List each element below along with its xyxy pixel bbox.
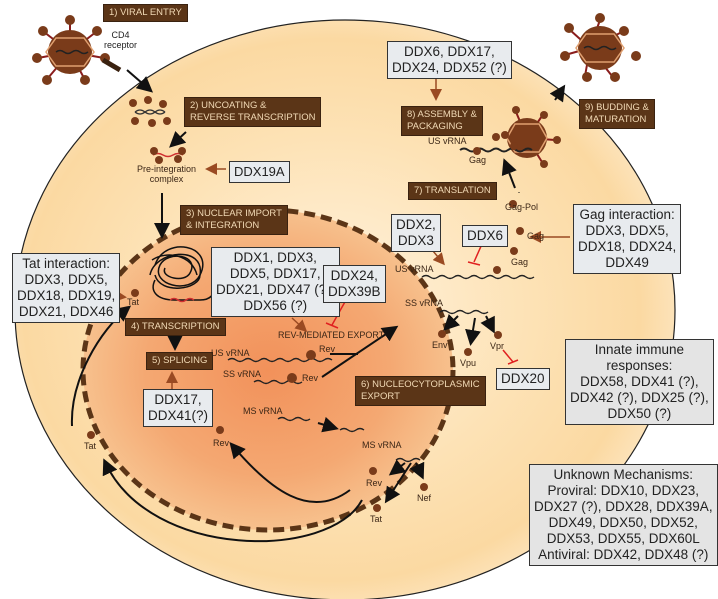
box-line: DDX18, DDX19, — [17, 288, 116, 303]
nef-label: Nef — [417, 493, 432, 503]
step-budding: 9) BUDDING &MATURATION — [579, 99, 655, 129]
gag-interaction-box: Gag interaction:DDX3, DDX5,DDX18, DDX24,… — [573, 204, 682, 274]
step-text: REVERSE TRANSCRIPTION — [190, 112, 316, 123]
translation-ddx-box: DDX2,DDX3 — [391, 214, 441, 252]
splicing-ddx-box: DDX17,DDX41(?) — [143, 389, 214, 427]
box-line: DDX53, DDX55, DDX60L — [546, 531, 700, 546]
pre-integration-complex-icon — [150, 147, 186, 164]
gag-label-2: Gag — [511, 257, 529, 267]
us-vrna-label-nucleus: US vRNA — [211, 348, 250, 358]
box-line: DDX58, DDX41 (?), — [580, 374, 699, 389]
us-vrna-label-cytoplasm: US vRNA — [395, 264, 434, 274]
vpu-label: Vpu — [460, 358, 477, 368]
step-text: PACKAGING — [407, 121, 463, 132]
box-line: DDX42 (?), DDX25 (?), — [570, 390, 709, 405]
uncoating-icon — [129, 96, 171, 127]
step-text: 8) ASSEMBLY & — [407, 109, 477, 120]
rev-label-cytoplasm: Rev — [366, 478, 383, 488]
step-translation: 7) TRANSLATION — [408, 182, 497, 200]
virus-assembly-icon — [459, 106, 561, 168]
box-line: DDX3 — [397, 233, 434, 248]
box-line: Gag interaction: — [579, 207, 675, 222]
box-line: Antiviral: DDX42, DDX48 (?) — [538, 547, 709, 562]
box-line: DDX2, — [396, 217, 436, 232]
box-line: DDX21, DDX47 (?), — [216, 282, 335, 297]
box-line: DDX6, DDX17, — [404, 44, 495, 59]
box-line: DDX49 — [605, 255, 649, 270]
step-splicing: 5) SPLICING — [146, 352, 214, 370]
box-line: DDX17, — [154, 392, 202, 407]
env-label: Env — [432, 340, 448, 350]
box-line: DDX21, DDX46 — [18, 304, 114, 319]
box-line: DDX49, DDX50, DDX52, — [548, 515, 698, 530]
step-transcription: 4) TRANSCRIPTION — [125, 318, 226, 336]
export-inhibitor-box: DDX24,DDX39B — [323, 265, 386, 303]
us-vrna-label-assembly: US vRNA — [428, 136, 467, 146]
ms-vrna-label-cytoplasm: MS vRNA — [362, 440, 402, 450]
ss-vrna-label-nucleus: SS vRNA — [223, 369, 262, 379]
box-line: DDX3, DDX5, — [24, 272, 108, 287]
step-viral-entry: 1) VIRAL ENTRY — [103, 4, 188, 22]
ss-vrna-label-cytoplasm: SS vRNA — [405, 298, 444, 308]
box-line: responses: — [606, 358, 673, 373]
chromatin-icon — [149, 246, 216, 303]
virus-entry-icon — [32, 15, 110, 85]
nuclear-ddx-box: DDX1, DDX3,DDX5, DDX17,DDX21, DDX47 (?),… — [211, 247, 340, 317]
rev-label-nucleus: Rev — [213, 438, 230, 448]
step-text: & INTEGRATION — [186, 220, 260, 231]
cell-diagram — [14, 13, 676, 599]
tat-interaction-box: Tat interaction:DDX3, DDX5,DDX18, DDX19,… — [12, 253, 121, 323]
label-line: Pre-integration — [137, 164, 197, 174]
ddx6-box: DDX6 — [462, 225, 509, 247]
ms-vrna-label-nucleus: MS vRNA — [243, 406, 283, 416]
ddx20-box: DDX20 — [496, 368, 550, 390]
tat-label-nucleus: Tat — [127, 297, 140, 307]
assembly-ddx-box: DDX6, DDX17,DDX24, DDX52 (?) — [387, 41, 512, 79]
step-text: 9) BUDDING & — [585, 102, 649, 113]
box-line: DDX5, DDX17, — [229, 266, 321, 281]
label-line: complex — [149, 174, 184, 184]
step-assembly: 8) ASSEMBLY &PACKAGING — [401, 106, 483, 136]
box-line: DDX1, DDX3, — [233, 250, 317, 265]
box-line: DDX50 (?) — [607, 406, 672, 421]
box-line: DDX3, DDX5, — [585, 223, 669, 238]
step-nuclear-import: 3) NUCLEAR IMPORT& INTEGRATION — [180, 205, 288, 235]
step-text: MATURATION — [585, 114, 647, 125]
ddx19a-box: DDX19A — [229, 161, 290, 183]
step-text: EXPORT — [361, 391, 400, 402]
step-text: 6) NUCLEOCYTOPLASMIC — [361, 379, 480, 390]
gag-label-1: Gag — [527, 231, 545, 241]
box-line: DDX24, DDX52 (?) — [392, 60, 507, 75]
box-line: DDX56 (?) — [243, 298, 308, 313]
vpr-label: Vpr — [490, 341, 505, 351]
unknown-mechanisms-box: Unknown Mechanisms:Proviral: DDX10, DDX2… — [529, 464, 718, 566]
box-line: DDX41(?) — [148, 408, 209, 423]
rev-label-ss: Rev — [302, 373, 319, 383]
rev-label-us: Rev — [319, 344, 336, 354]
gag-pol-label: Gag-Pol — [505, 202, 539, 212]
box-line: Unknown Mechanisms: — [553, 467, 694, 482]
gag-label-assembly: Gag — [469, 155, 487, 165]
tat-label-bottom: Tat — [370, 514, 383, 524]
box-line: DDX39B — [328, 284, 381, 299]
label-line: CD4 — [111, 30, 130, 40]
box-line: Tat interaction: — [22, 256, 111, 271]
rev-export-label: REV-MEDIATED EXPORT — [278, 330, 385, 340]
box-line: DDX24, — [330, 268, 378, 283]
box-line: DDX27 (?), DDX28, DDX39A, — [534, 499, 713, 514]
box-line: Innate immune — [594, 342, 685, 357]
box-line: DDX18, DDX24, — [578, 239, 677, 254]
box-line: Proviral: DDX10, DDX23, — [547, 483, 700, 498]
step-text: 3) NUCLEAR IMPORT — [186, 208, 282, 219]
tat-label-cytoplasm: Tat — [84, 441, 97, 451]
label-line: receptor — [104, 40, 138, 50]
virus-budding-icon — [560, 13, 641, 82]
step-text: 2) UNCOATING & — [190, 100, 267, 111]
step-uncoating: 2) UNCOATING &REVERSE TRANSCRIPTION — [184, 97, 322, 127]
cd4-receptor — [101, 57, 122, 73]
